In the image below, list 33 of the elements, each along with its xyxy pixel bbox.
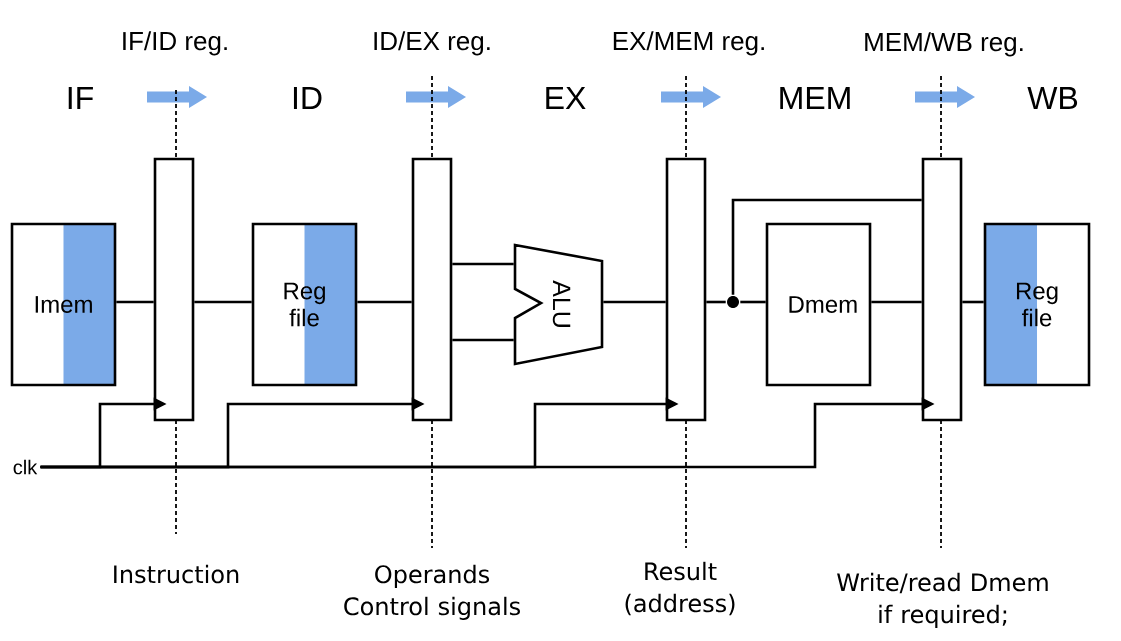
wire (452, 338, 514, 342)
stage-label: WB (1027, 87, 1078, 109)
wire (962, 300, 984, 304)
pipeline-register (153, 157, 195, 422)
memory-box: Dmem (765, 222, 872, 387)
wire (357, 300, 412, 304)
annotation: Instruction (114, 564, 239, 584)
wire (452, 262, 514, 266)
wire (706, 300, 726, 304)
wire (740, 300, 766, 304)
stage-label: EX (546, 87, 586, 109)
annotation: Result (address) (625, 561, 735, 616)
wire (603, 300, 666, 304)
clock-label: clk (13, 459, 38, 475)
annotation: Write/read Dmem if required; (837, 572, 1048, 628)
register-label: ID/EX reg. (374, 31, 490, 56)
pipeline-register (411, 157, 453, 422)
pipeline-register (665, 157, 707, 422)
wire (731, 198, 922, 295)
register-file-box: Reg file (251, 222, 358, 387)
register-file-box: Reg file (983, 222, 1091, 387)
register-label: MEM/WB reg. (865, 32, 1023, 57)
stage-label: ID (293, 87, 322, 109)
stage-label: MEM (780, 87, 850, 109)
register-label: IF/ID reg. (123, 31, 227, 56)
register-label: EX/MEM reg. (613, 31, 764, 56)
annotation: Operands Control signals (344, 564, 520, 620)
stage-label: IF (68, 87, 93, 109)
wire (116, 300, 154, 304)
wire (194, 300, 252, 304)
memory-box: Imem (10, 222, 117, 387)
wire (871, 300, 922, 304)
pipeline-register (921, 157, 963, 422)
